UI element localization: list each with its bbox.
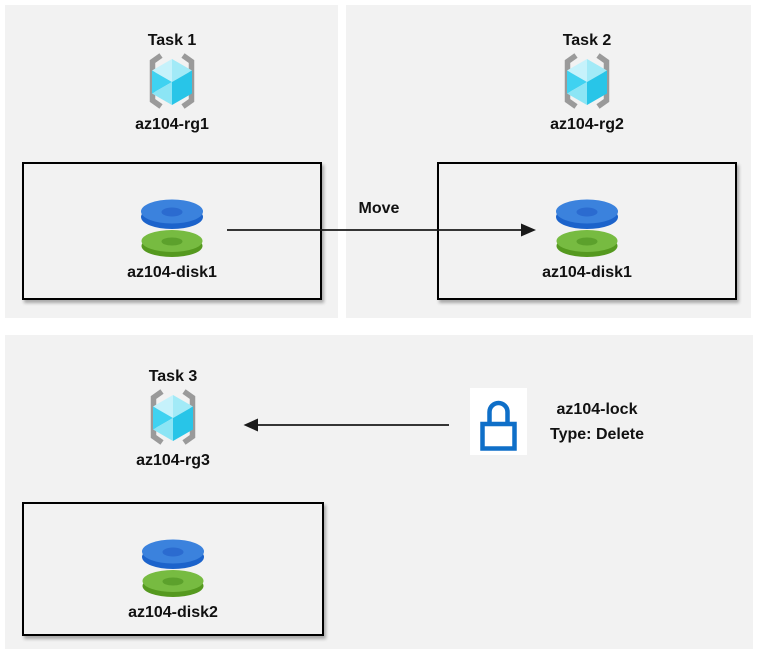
panel-task2: Task 2 az104-rg2 az104-disk1	[346, 5, 751, 318]
disk-icon	[141, 535, 205, 603]
lock-type-label: Type: Delete	[550, 426, 644, 443]
lock-icon	[470, 388, 527, 455]
task2-content-column: Task 2 az104-rg2 az104-disk1	[437, 5, 737, 318]
disk-icon	[555, 195, 619, 263]
disk-label: az104-disk1	[542, 264, 632, 281]
task3-content-column: Task 3 az104-rg3 az104-disk2	[22, 335, 324, 649]
resource-box: az104-disk2	[22, 502, 324, 636]
arrow-right-icon	[227, 223, 536, 237]
lock-annotation: az104-lock Type: Delete	[527, 397, 667, 447]
arrow-left-icon	[243, 418, 449, 432]
move-arrow-label: Move	[358, 200, 400, 217]
resource-group-label: az104-rg3	[136, 452, 210, 469]
task3-title: Task 3	[148, 368, 198, 386]
resource-box: az104-disk1	[437, 162, 737, 300]
resource-group-label: az104-rg1	[135, 116, 209, 133]
resource-group-label: az104-rg2	[550, 116, 624, 133]
resource-group-icon	[559, 52, 615, 110]
resource-group-icon	[145, 388, 201, 446]
resource-group-icon	[144, 52, 200, 110]
task2-title: Task 2	[562, 32, 612, 50]
resource-box: az104-disk1	[22, 162, 322, 300]
disk-label: az104-disk2	[128, 604, 218, 621]
task1-title: Task 1	[147, 32, 197, 50]
disk-icon	[140, 195, 204, 263]
task1-content-column: Task 1 az104-rg1 az104-disk1	[22, 5, 322, 318]
panel-task3: Task 3 az104-rg3 az104-disk2	[5, 335, 753, 649]
disk-label: az104-disk1	[127, 264, 217, 281]
lock-name-label: az104-lock	[556, 401, 638, 418]
panel-task1: Task 1 az104-rg1 az104-disk1	[5, 5, 338, 318]
